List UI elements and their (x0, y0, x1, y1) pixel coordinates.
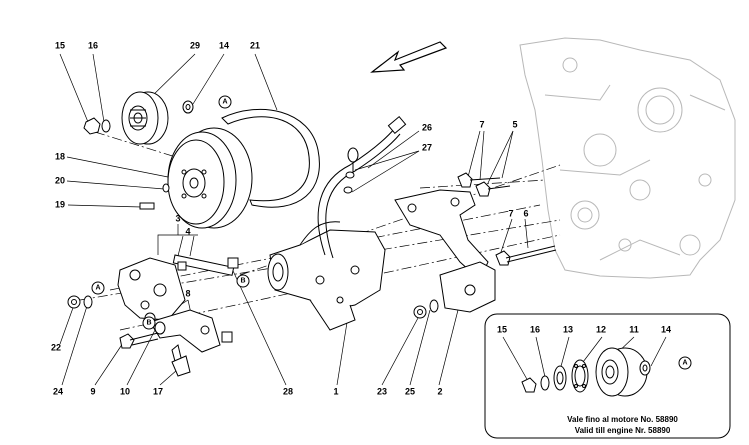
inset-pulley-assembly (521, 347, 651, 397)
callout-21: 21 (249, 40, 261, 51)
callout-7: 7 (479, 119, 485, 130)
nut-and-washers (83, 100, 194, 210)
callout-8: 8 (185, 288, 191, 299)
tensioner-pulley (121, 91, 169, 145)
callout-19: 19 (54, 199, 66, 210)
water-pump (267, 221, 386, 331)
callout-18: 18 (54, 151, 66, 162)
callout-10: 10 (119, 386, 131, 397)
callout-2: 2 (437, 386, 443, 397)
callout-6: 6 (523, 208, 529, 219)
reference-marker-a: A (678, 356, 692, 370)
mounting-bracket (117, 254, 239, 321)
main-pulley (167, 127, 253, 229)
callout-24: 24 (52, 386, 64, 397)
callout-26: 26 (421, 122, 433, 133)
callout-23: 23 (376, 386, 388, 397)
validity-note-english: Valid till engine Nr. 58890 (574, 426, 671, 435)
callout-4: 4 (185, 226, 191, 237)
drive-belt (221, 108, 320, 208)
callout-9: 9 (90, 386, 96, 397)
callout-1: 1 (333, 386, 339, 397)
inset-callout-15: 15 (496, 324, 508, 335)
callout-22: 22 (50, 342, 62, 353)
leader-lines (59, 53, 529, 386)
callout-27: 27 (421, 142, 433, 153)
callout-29: 29 (189, 40, 201, 51)
validity-note: Vale fino al motore No. 58890 Valid till… (515, 414, 730, 436)
validity-note-italian: Vale fino al motore No. 58890 (567, 415, 678, 424)
direction-arrow (370, 41, 448, 73)
pump-support-bracket (394, 172, 511, 281)
lower-bracket (413, 245, 557, 319)
engine-block-outline (519, 37, 736, 279)
coolant-hose (317, 115, 407, 259)
callout-3: 3 (175, 213, 181, 224)
reference-marker-a: A (91, 281, 105, 295)
inset-callout-14: 14 (660, 324, 672, 335)
inset-callout-16: 16 (529, 324, 541, 335)
callout-28: 28 (282, 386, 294, 397)
callout-20: 20 (54, 175, 66, 186)
inset-callout-13: 13 (562, 324, 574, 335)
callout-17: 17 (152, 386, 164, 397)
inset-callout-11: 11 (629, 324, 639, 335)
callout-16: 16 (87, 40, 99, 51)
secondary-bracket (149, 309, 233, 353)
callout-15: 15 (54, 40, 66, 51)
reference-marker-a: A (218, 95, 232, 109)
callout-7: 7 (508, 208, 514, 219)
reference-marker-b: B (236, 274, 250, 288)
inset-callout-12: 12 (595, 324, 607, 335)
reference-marker-b: B (142, 316, 156, 330)
callout-5: 5 (512, 119, 518, 130)
callout-25: 25 (404, 386, 416, 397)
callout-14: 14 (218, 40, 230, 51)
fasteners (67, 295, 191, 377)
